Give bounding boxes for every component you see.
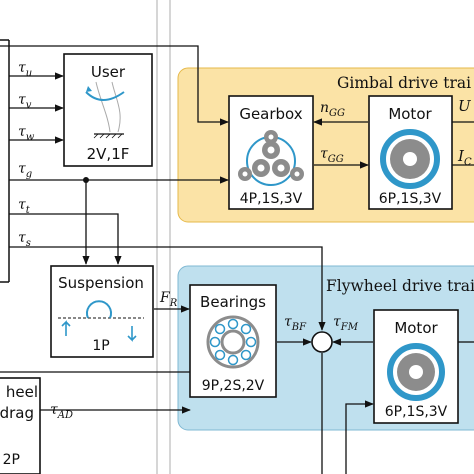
label-tau-t: τt (18, 197, 31, 216)
wheel-drag-block: heel drag 2P (0, 377, 41, 474)
label-tau-s: τs (18, 230, 31, 249)
label-f-r: FR (159, 290, 178, 309)
label-tau-w: τw (18, 124, 35, 143)
label-tau-g: τg (18, 161, 32, 180)
label-tau-u: τu (18, 60, 32, 79)
gimbal-motor-block: Motor 6P,1S,3V (368, 95, 453, 210)
user-block: User 2V,1F (63, 53, 153, 167)
user-title: User (91, 63, 126, 81)
gearbox-motor-signals (313, 118, 474, 169)
gearbox-title: Gearbox (239, 105, 302, 123)
flywheel-motor-block: Motor 6P,1S,3V (373, 309, 459, 424)
gear-icon (238, 130, 304, 186)
flywheel-motor-params: 6P,1S,3V (385, 404, 448, 420)
suspension-title: Suspension (58, 274, 144, 292)
user-params: 2V,1F (87, 145, 130, 163)
bearings-params: 9P,2S,2V (202, 378, 265, 394)
suspension-block: Suspension 1P (50, 265, 154, 358)
gimbal-motor-params: 6P,1S,3V (379, 191, 442, 207)
junction-dot (83, 177, 89, 183)
bearings-title: Bearings (200, 293, 266, 311)
flywheel-motor-title: Motor (394, 319, 438, 337)
feedback-lines (0, 341, 474, 474)
motor-icon (387, 343, 445, 401)
label-tau-gg: τGG (320, 146, 344, 165)
suspension-params: 1P (92, 338, 109, 354)
suspension-icon (58, 300, 144, 342)
summing-junction (311, 331, 333, 353)
wheel-drag-params: 2P (3, 452, 20, 468)
flywheel-region-title: Flywheel drive trai (326, 277, 474, 295)
label-tau-v: τv (18, 92, 32, 111)
label-n-gg: nGG (320, 100, 345, 119)
wheel-drag-line2: drag (0, 404, 34, 422)
gearbox-params: 4P,1S,3V (240, 191, 303, 207)
torque-signal-lines (0, 45, 326, 331)
bearing-icon (206, 315, 260, 369)
label-tau-fm: τFM (333, 314, 359, 333)
label-tau-bf: τBF (284, 314, 307, 333)
label-tau-ad: τAD (50, 402, 73, 421)
gimbal-motor-title: Motor (388, 105, 432, 123)
label-u: U (458, 97, 472, 115)
label-i: IC (457, 147, 472, 168)
gimbal-region-title: Gimbal drive trai (337, 74, 471, 92)
bearings-block: Bearings 9P,2S,2V (189, 284, 277, 398)
gearbox-block: Gearbox 4P,1S,3V (228, 95, 314, 210)
motor-icon (380, 129, 440, 189)
wheel-drag-line1: heel (6, 383, 38, 401)
user-icon (85, 81, 125, 139)
